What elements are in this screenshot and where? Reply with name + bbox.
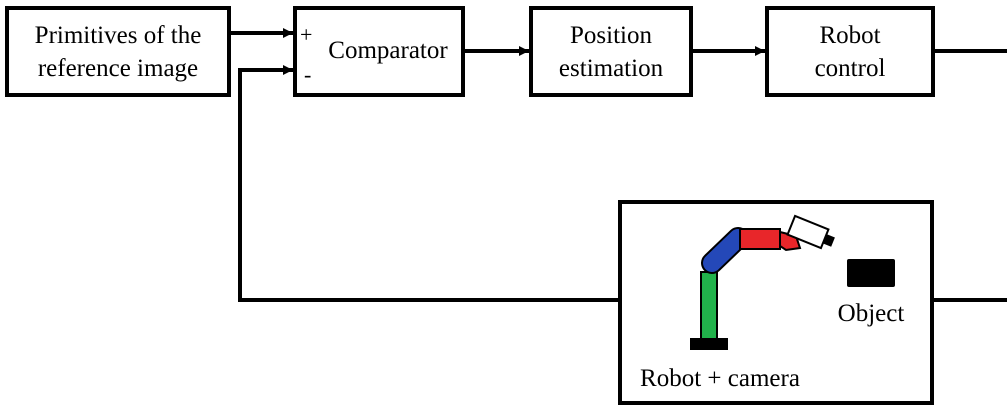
position-estimation-label-line2: estimation [559,55,664,82]
robot-forearm-segment [739,228,781,250]
robot-base [690,338,728,350]
reference-image-label-line2: reference image [38,55,198,82]
reference-image-box [5,6,231,97]
robot-control-label-line1: Robot [819,22,880,49]
position-estimation-block: Position estimation [529,6,693,97]
comparator-label: Comparator [328,37,448,64]
position-estimation-label-line1: Position [570,22,652,49]
robot-camera-box [618,200,934,405]
robot-control-block: Robot control [765,6,935,97]
robot-camera-label: Robot + camera [640,365,800,392]
position-estimation-box [529,6,693,97]
signal-lines [229,28,1007,302]
camera-icon [786,214,835,250]
feedback-to-comparator-arrow [238,65,620,302]
comparator-minus-sign: - [304,62,311,87]
robot-arm-illustration [690,214,835,350]
comparator-box [293,6,465,97]
robot-camera-block: Object Robot + camera [618,200,934,405]
robot-upper-arm-segment [703,229,747,272]
comparator-block: + - Comparator [293,6,465,97]
reference-image-label-line1: Primitives of the [35,22,202,49]
object-icon [847,259,895,287]
comparator-plus-sign: + [300,22,312,47]
robot-base-segment [700,271,718,340]
robot-control-label-line2: control [815,55,886,82]
object-label: Object [838,300,905,327]
reference-image-block: Primitives of the reference image [5,6,231,97]
